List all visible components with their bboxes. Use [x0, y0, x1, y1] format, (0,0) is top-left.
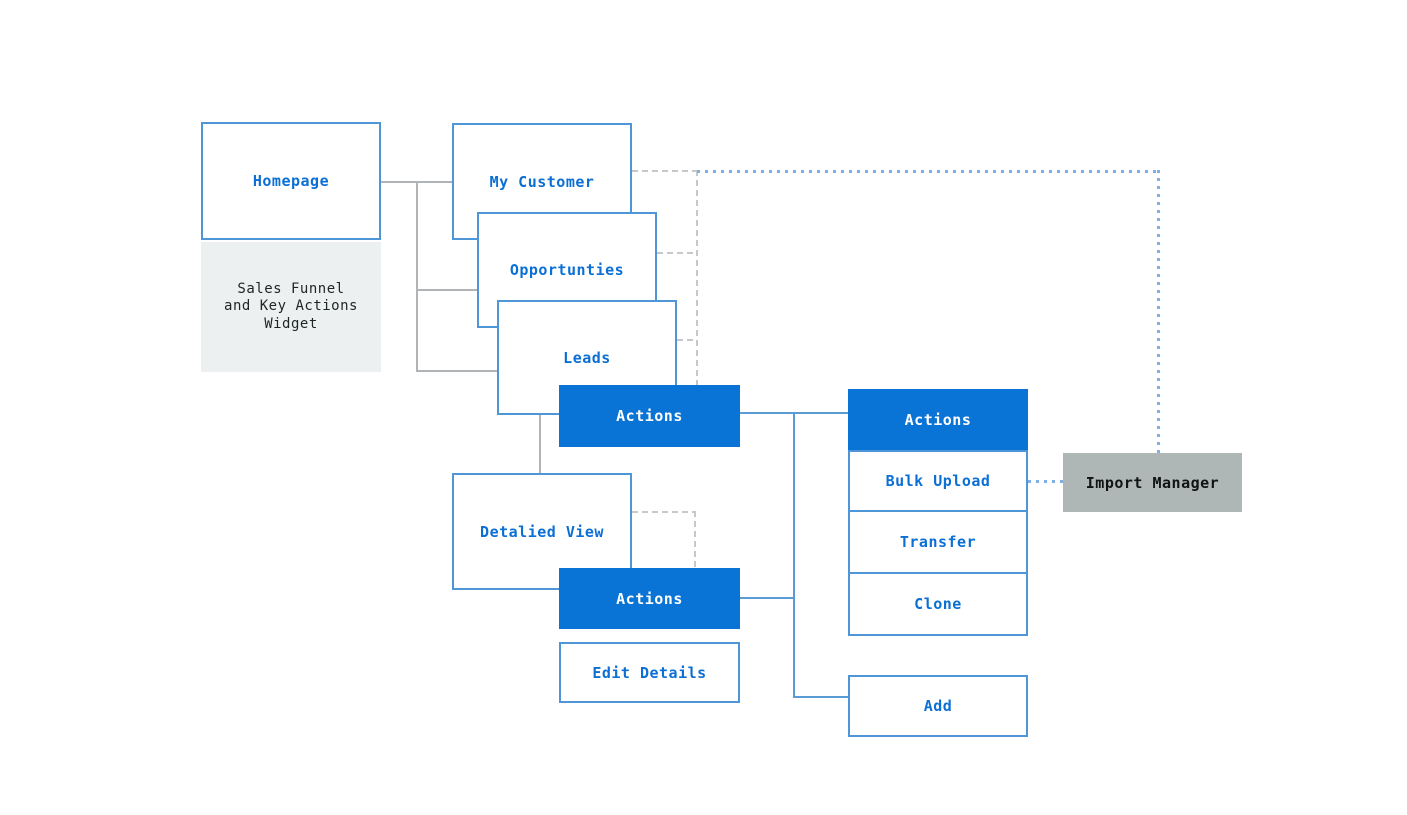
widget-line-3: Widget [264, 315, 318, 332]
node-homepage[interactable]: Homepage [201, 122, 381, 240]
connector-opportunties-rail [657, 252, 696, 254]
connector-detaliedview-elbow [632, 511, 694, 513]
node-leads-label: Leads [563, 348, 611, 367]
node-clone[interactable]: Clone [848, 572, 1028, 636]
node-homepage-label: Homepage [252, 172, 330, 190]
connector-importmanager-drop [1157, 170, 1160, 453]
node-actions-detail[interactable]: Actions [559, 568, 740, 629]
widget-line-2: and Key Actions [224, 298, 358, 315]
sales-funnel-widget-panel: Sales Funnel and Key Actions Widget [201, 242, 381, 372]
node-detalied-view-label: Detalied View [480, 522, 604, 541]
node-opportunties-label: Opportunties [509, 261, 625, 279]
node-actions-detail-label: Actions [616, 589, 683, 608]
node-add-label: Add [923, 697, 953, 715]
node-bulk-upload-label: Bulk Upload [885, 472, 991, 490]
node-edit-details-label: Edit Details [592, 663, 707, 682]
connector-mycustomer-rail [632, 170, 697, 172]
connector-homepage-leads [416, 370, 498, 372]
connector-rail-actions [696, 170, 698, 385]
node-transfer[interactable]: Transfer [848, 510, 1028, 574]
node-import-manager[interactable]: Import Manager [1063, 453, 1242, 512]
node-actions-stack-header[interactable]: Actions [848, 389, 1028, 450]
connector-rail-importmanager-top [697, 170, 1159, 173]
connector-leads-detaliedview [539, 415, 541, 473]
connector-leads-rail [677, 339, 696, 341]
node-clone-label: Clone [914, 595, 962, 613]
node-actions-leads[interactable]: Actions [559, 385, 740, 447]
connector-homepage-opportunties [416, 289, 477, 291]
node-actions-leads-label: Actions [616, 407, 683, 425]
connector-blue-trunk [793, 412, 795, 698]
node-import-manager-label: Import Manager [1085, 473, 1220, 492]
node-my-customer-label: My Customer [489, 172, 595, 191]
widget-line-1: Sales Funnel [237, 280, 345, 297]
connector-elbow-actionsdetail [694, 511, 696, 568]
connector-bulkupload-importmanager [1028, 480, 1063, 483]
connector-homepage-trunk [416, 181, 418, 371]
node-transfer-label: Transfer [899, 533, 977, 551]
node-actions-stack-header-label: Actions [904, 410, 972, 429]
node-add[interactable]: Add [848, 675, 1028, 737]
connector-trunk-add [793, 696, 848, 698]
connector-actionsdetail-trunk [740, 597, 793, 599]
node-bulk-upload[interactable]: Bulk Upload [848, 450, 1028, 512]
node-edit-details[interactable]: Edit Details [559, 642, 740, 703]
